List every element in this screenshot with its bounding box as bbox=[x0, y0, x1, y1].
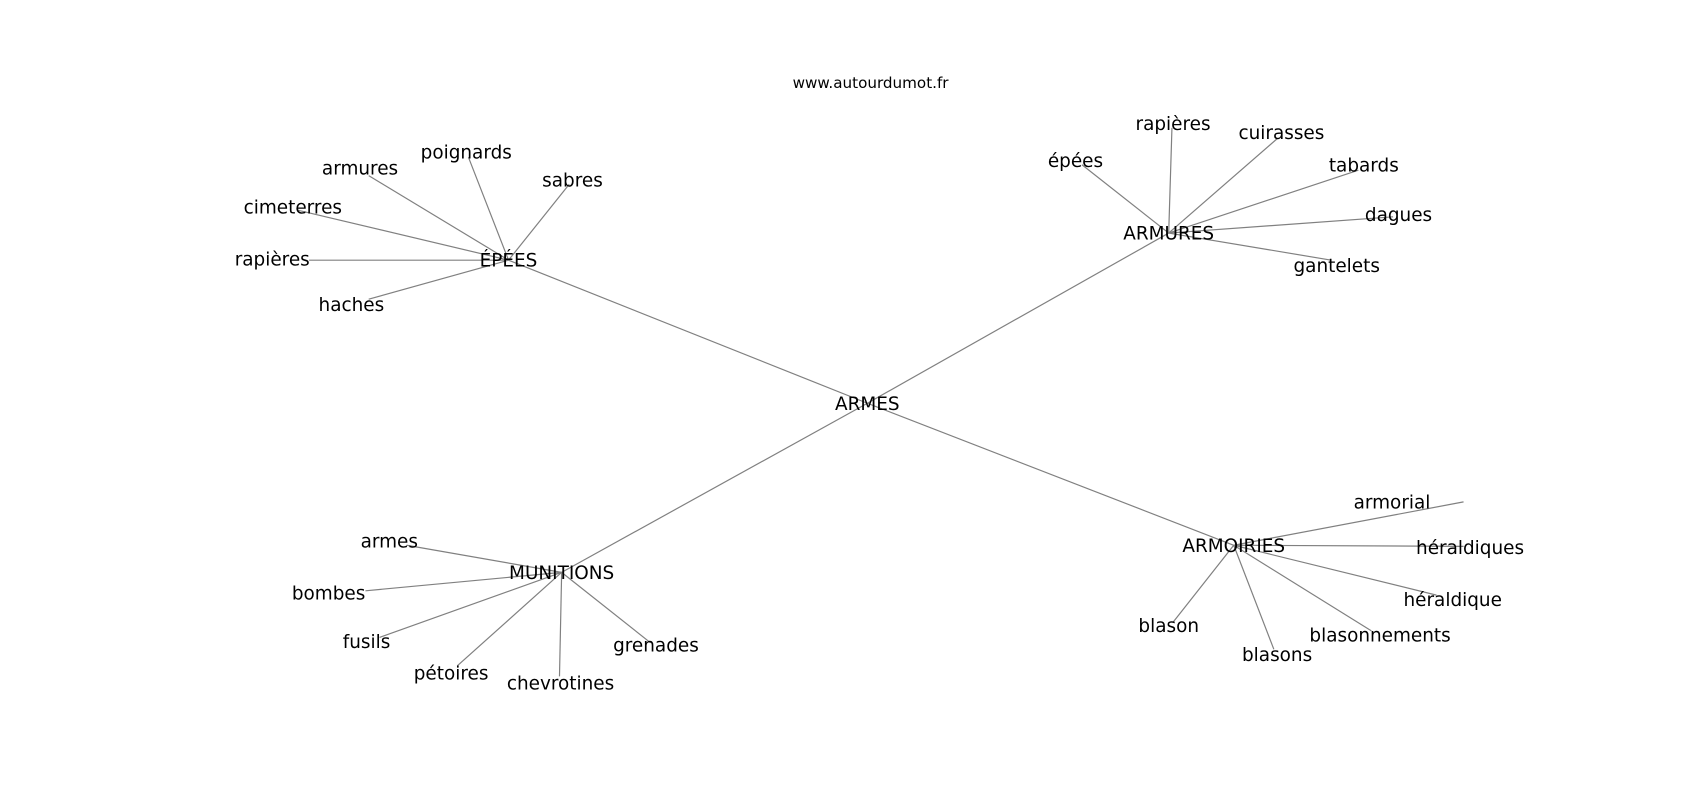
edge-epees-e_armures bbox=[368, 175, 509, 261]
node-label-m-bombes[interactable]: bombes bbox=[292, 583, 365, 604]
node-label-e-poignards[interactable]: poignards bbox=[421, 142, 512, 163]
edge-munitions-m_armes bbox=[406, 544, 562, 573]
node-label-m-chevrotines[interactable]: chevrotines bbox=[507, 673, 614, 694]
node-label-e-armures[interactable]: armures bbox=[322, 159, 398, 180]
node-label-m-armes[interactable]: armes bbox=[361, 531, 418, 552]
node-label-r-blason[interactable]: blason bbox=[1138, 616, 1199, 637]
edge-epees-e_sabres bbox=[508, 183, 570, 261]
node-label-r-heraldiques[interactable]: héraldiques bbox=[1416, 538, 1524, 559]
edge-armoiries-r_blasons bbox=[1233, 545, 1275, 650]
node-label-m-grenades[interactable]: grenades bbox=[613, 635, 699, 656]
site-title: www.autourdumot.fr bbox=[793, 74, 950, 92]
node-label-a-cuirasses[interactable]: cuirasses bbox=[1239, 123, 1325, 144]
node-label-armes-root[interactable]: ARMES bbox=[835, 394, 900, 415]
node-label-a-epees[interactable]: épées bbox=[1048, 151, 1103, 172]
edge-munitions-m_grenades bbox=[561, 571, 651, 644]
edge-munitions-m_chevrotines bbox=[558, 572, 563, 677]
node-label-r-armorial[interactable]: armorial bbox=[1354, 492, 1431, 513]
node-label-e-rapieres[interactable]: rapières bbox=[235, 250, 310, 271]
node-label-e-sabres[interactable]: sabres bbox=[542, 170, 603, 191]
node-label-armures[interactable]: ARMURES bbox=[1123, 224, 1214, 245]
node-label-r-heraldique[interactable]: héraldique bbox=[1403, 590, 1501, 611]
labels-layer: ARMES ÉPÉES ARMURES MUNITIONS ARMOIRIES armur… bbox=[235, 114, 1524, 694]
edge-armures-a_rapieres bbox=[1168, 127, 1173, 234]
edge-armures-a_tabards bbox=[1168, 169, 1359, 234]
edge-armoiries-r_heraldique bbox=[1233, 544, 1437, 596]
edge-armoiries-r_blason bbox=[1172, 544, 1235, 623]
node-label-epees[interactable]: ÉPÉES bbox=[480, 250, 538, 272]
edge-epees-e_cimeterres bbox=[298, 209, 509, 261]
node-label-a-rapieres[interactable]: rapières bbox=[1136, 114, 1211, 135]
edge-armes_root-epees bbox=[508, 259, 868, 404]
node-label-r-blasonnements[interactable]: blasonnements bbox=[1309, 626, 1450, 647]
node-label-a-tabards[interactable]: tabards bbox=[1329, 155, 1399, 176]
edge-armures-a_dagues bbox=[1168, 216, 1394, 234]
edge-armes_root-armures bbox=[867, 232, 1169, 404]
edge-munitions-m_bombes bbox=[365, 571, 562, 592]
node-label-r-blasons[interactable]: blasons bbox=[1242, 645, 1312, 666]
edge-munitions-m_petoires bbox=[457, 571, 563, 667]
node-label-a-gantelets[interactable]: gantelets bbox=[1294, 256, 1380, 277]
node-label-e-haches[interactable]: haches bbox=[319, 295, 385, 316]
edge-armoiries-r_heraldiques bbox=[1233, 544, 1464, 547]
node-label-a-dagues[interactable]: dagues bbox=[1365, 205, 1432, 226]
edge-munitions-m_fusils bbox=[379, 571, 562, 638]
edges-layer bbox=[298, 127, 1464, 677]
node-label-m-fusils[interactable]: fusils bbox=[343, 632, 391, 653]
edge-epees-e_poignards bbox=[467, 156, 510, 261]
edge-armes_root-armoiries bbox=[867, 402, 1234, 546]
edge-armoiries-r_blasonnements bbox=[1233, 544, 1372, 632]
edge-armures-a_epees bbox=[1081, 164, 1170, 234]
edge-armures-a_cuirasses bbox=[1168, 138, 1278, 234]
node-label-armoiries[interactable]: ARMOIRIES bbox=[1182, 536, 1285, 557]
node-label-munitions[interactable]: MUNITIONS bbox=[509, 563, 614, 584]
node-label-e-cimeterres[interactable]: cimeterres bbox=[244, 198, 342, 219]
edge-epees-e_haches bbox=[368, 259, 509, 300]
node-label-m-petoires[interactable]: pétoires bbox=[414, 664, 489, 685]
edge-armes_root-munitions bbox=[561, 402, 868, 573]
edge-armoiries-r_armorial bbox=[1233, 501, 1464, 546]
edge-armures-a_gantelets bbox=[1168, 232, 1332, 261]
